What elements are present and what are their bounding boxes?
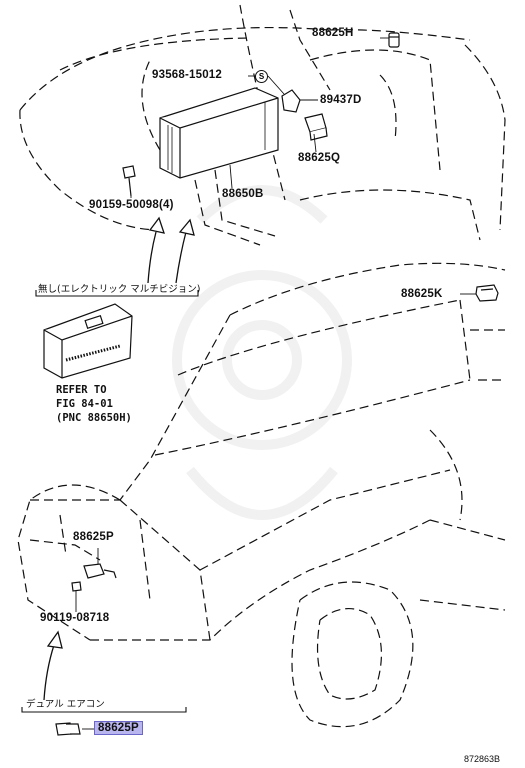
part-label-93568-15012[interactable]: 93568-15012: [152, 69, 222, 81]
reference-arrows: [43, 216, 195, 701]
note-refer-to: REFER TO: [56, 384, 107, 396]
switch-88625P-lower-icon: [55, 722, 81, 736]
part-label-88650B[interactable]: 88650B: [222, 188, 264, 200]
part-label-88625P-upper[interactable]: 88625P: [73, 531, 114, 543]
dashboard-outline: [19, 4, 506, 246]
annotation-bracket-upper: [35, 290, 199, 297]
switch-88625H-icon: [388, 32, 400, 48]
note-without-emv: 無し(エレクトリック マルチビジョン): [38, 284, 201, 295]
note-dual-ac: デュアル エアコン: [26, 699, 105, 710]
part-label-88625P-highlighted[interactable]: 88625P: [94, 721, 143, 735]
part-label-90119-08718[interactable]: 90119-08718: [40, 612, 110, 624]
part-label-88625H[interactable]: 88625H: [312, 27, 354, 39]
switch-88625P-upper-icon: [83, 563, 117, 579]
switch-88625Q-icon: [304, 113, 328, 141]
part-label-90159-50098[interactable]: 90159-50098(4): [89, 199, 174, 211]
ecu-emv-reference: [43, 303, 133, 379]
part-label-88625Q[interactable]: 88625Q: [298, 152, 341, 164]
switch-88625K-icon: [475, 284, 499, 302]
screw-90119-icon: [71, 581, 82, 592]
note-refer-fig[interactable]: FIG 84-01: [56, 398, 113, 410]
s-symbol-icon: S: [255, 70, 268, 83]
vehicle-outline: [17, 262, 506, 728]
watermark-emblem: [172, 185, 352, 520]
leader-lines: [75, 37, 476, 612]
part-label-88625K[interactable]: 88625K: [401, 288, 443, 300]
screw-90159-icon: [122, 165, 136, 197]
ecu-unit-88650B: [159, 87, 279, 179]
bracket-89437D-icon: [281, 89, 301, 113]
annotation-bracket-lower: [21, 707, 187, 713]
note-refer-pnc: (PNC 88650H): [56, 412, 132, 424]
part-label-89437D[interactable]: 89437D: [320, 94, 362, 106]
diagram-id: 872863B: [464, 754, 501, 764]
